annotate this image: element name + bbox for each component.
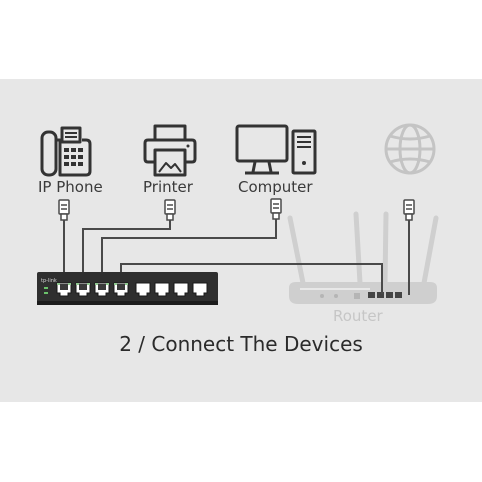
cable-computer	[101, 219, 277, 283]
connector-computer	[270, 198, 282, 220]
router-port-3	[386, 292, 393, 298]
router-port-4	[395, 292, 402, 298]
switch-brand: tp-link	[41, 278, 57, 284]
router-antenna-right	[421, 215, 439, 286]
cable-connectors	[58, 198, 415, 221]
connector-internet	[403, 199, 415, 221]
connector-printer	[164, 199, 176, 221]
router-port-1	[368, 292, 375, 298]
switch-port-5	[135, 282, 151, 297]
internet-globe-icon	[384, 123, 436, 175]
switch-port-7	[173, 282, 189, 297]
router-antenna-left	[287, 215, 306, 286]
network-switch: tp-link	[37, 272, 218, 305]
switch-port-8	[192, 282, 208, 297]
router-port-2	[377, 292, 384, 298]
router-label: Router	[333, 307, 383, 325]
computer-label: Computer	[238, 178, 313, 196]
computer-icon	[235, 124, 317, 175]
ip-phone-icon	[40, 126, 92, 177]
connector-ip-phone	[58, 199, 70, 221]
printer-icon	[143, 124, 197, 177]
switch-port-6	[154, 282, 170, 297]
printer-label: Printer	[143, 178, 193, 196]
router	[287, 211, 439, 304]
cable-printer	[82, 220, 171, 283]
ip-phone-label: IP Phone	[38, 178, 103, 196]
caption: 2 / Connect The Devices	[119, 332, 363, 356]
router-antenna-mid-left	[353, 211, 363, 286]
router-body	[289, 282, 437, 304]
router-antenna-mid-right	[382, 211, 389, 286]
